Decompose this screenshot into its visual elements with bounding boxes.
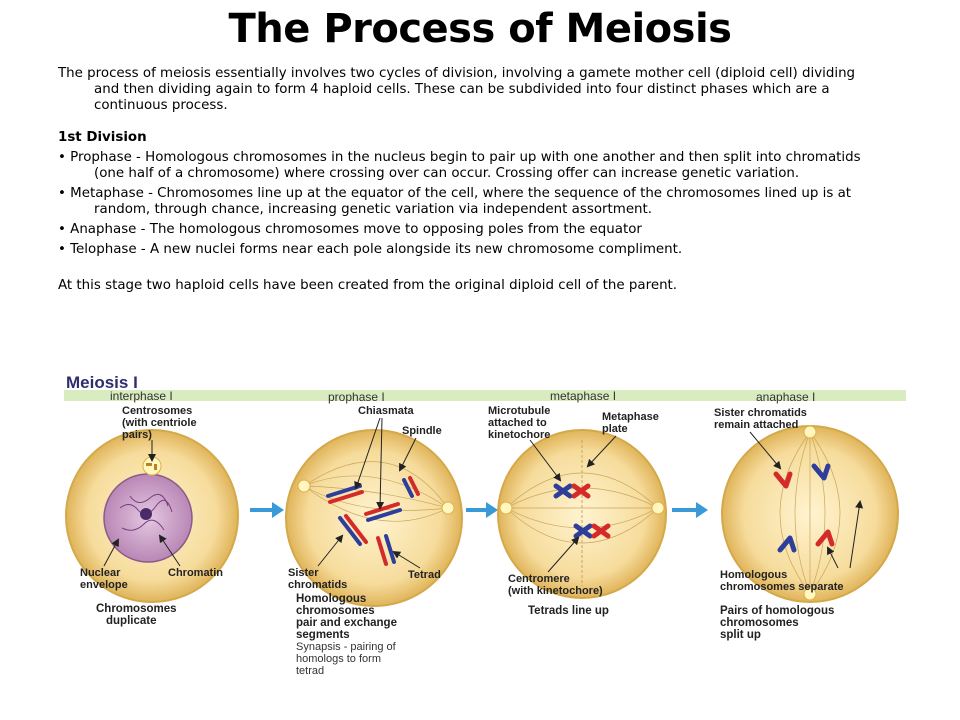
caption-homologous-pair: Homologous chromosomes pair and exchange…	[296, 593, 400, 641]
intro-paragraph: The process of meiosis essentially invol…	[58, 66, 856, 113]
label-homologous-separate: Homologous chromosomes separate	[720, 569, 844, 593]
meiosis-diagram-svg: Meiosis I interphase I prophase I metaph…	[64, 373, 906, 677]
phase-label-metaphase: metaphase I	[550, 389, 616, 403]
label-centrosomes: Centrosomes (with centriole pairs)	[122, 405, 200, 441]
phase-label-anaphase: anaphase I	[756, 390, 815, 404]
nucleolus	[140, 508, 152, 520]
phase-label-interphase: interphase I	[110, 389, 173, 403]
caption-pairs-split: Pairs of homologous chromosomes split up	[720, 605, 838, 641]
phase-bullet-anaphase: • Anaphase - The homologous chromosomes …	[58, 222, 642, 237]
arrow-2	[466, 502, 498, 518]
text-body: The process of meiosis essentially invol…	[58, 66, 878, 302]
cell-prophase	[285, 429, 463, 607]
conclusion-paragraph: At this stage two haploid cells have bee…	[58, 278, 678, 293]
centrosome-pair	[142, 456, 162, 476]
label-microtubule: Microtubule attached to kinetochore	[488, 405, 553, 441]
phase-band	[64, 390, 906, 401]
label-sister-chromatids: Sister chromatids	[288, 567, 347, 591]
caption-tetrads-line-up: Tetrads line up	[528, 605, 609, 617]
label-nuclear-envelope: Nuclear envelope	[80, 567, 128, 591]
caption-chromosomes-duplicate: Chromosomes duplicate	[96, 603, 180, 627]
label-centromere: Centromere (with kinetochore)	[508, 573, 603, 597]
meiosis-diagram: Meiosis I interphase I prophase I metaph…	[60, 368, 910, 688]
arrow-3	[672, 502, 708, 518]
label-tetrad: Tetrad	[408, 569, 441, 581]
phase-bullet-metaphase: • Metaphase - Chromosomes line up at the…	[58, 186, 852, 217]
label-chiasmata: Chiasmata	[358, 405, 415, 417]
phase-bullet-telophase: • Telophase - A new nuclei forms near ea…	[58, 242, 683, 257]
anaphase-chromosomes	[773, 463, 835, 553]
page-title: The Process of Meiosis	[228, 6, 732, 52]
spindle-fibers	[303, 461, 449, 522]
cell-interphase	[65, 429, 239, 603]
phase-label-prophase: prophase I	[328, 390, 385, 404]
caption-synapsis: Synapsis - pairing of homologs to form t…	[296, 641, 399, 677]
cell-anaphase	[721, 425, 899, 603]
meiosis-heading: Meiosis I	[66, 373, 138, 392]
metaphase-chromosomes	[553, 483, 611, 539]
spindle-fibers-anaphase	[779, 431, 841, 595]
arrow-1	[250, 502, 284, 518]
label-spindle: Spindle	[402, 425, 442, 437]
label-chromatin: Chromatin	[168, 567, 223, 579]
phase-bullet-prophase: • Prophase - Homologous chromosomes in t…	[58, 150, 861, 181]
division-heading: 1st Division	[58, 130, 147, 145]
label-sister-attached: Sister chromatids remain attached	[714, 407, 810, 431]
label-metaphase-plate: Metaphase plate	[602, 411, 662, 435]
cell-metaphase	[497, 429, 667, 599]
